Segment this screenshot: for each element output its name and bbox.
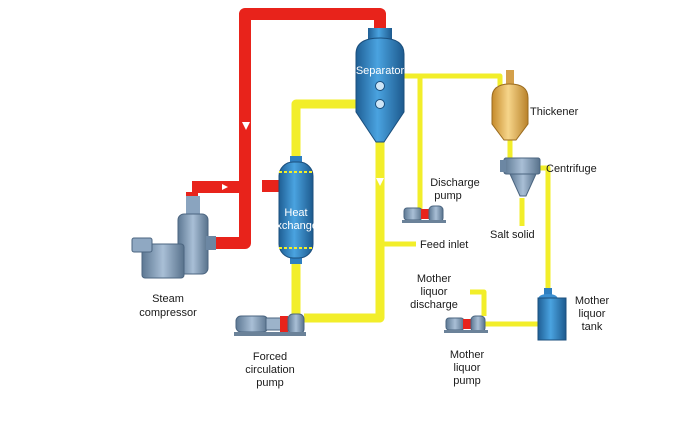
mother-liquor-tank-label-2: liquor xyxy=(579,308,606,320)
separator: Separator xyxy=(355,28,405,143)
liquid-flow-arrows xyxy=(376,178,384,186)
heat-exchanger-label-2: exchanger xyxy=(270,220,322,232)
steam-compressor-label-1: Steam xyxy=(152,293,184,305)
centrifuge-label: Centrifuge xyxy=(546,163,597,175)
steam-compressor-label-2: compressor xyxy=(139,307,197,319)
pipe-ml-discharge xyxy=(470,289,487,316)
thickener-label: Thickener xyxy=(530,106,579,118)
forced-circulation-pump-label-1: Forced xyxy=(253,351,287,363)
discharge-pump: Discharge pump xyxy=(402,177,480,223)
forced-circulation-pump: Forced circulation pump xyxy=(234,313,306,389)
mother-liquor-pump-label-1: Mother xyxy=(450,349,485,361)
pipe-centrifuge-to-tank xyxy=(540,165,551,292)
heat-exchanger: Heat exchanger xyxy=(270,156,322,264)
flow-arrow-up xyxy=(242,122,250,130)
sight-glass-icon xyxy=(375,99,385,109)
steam-compressor: Steam compressor xyxy=(131,196,216,319)
mother-liquor-tank: Mother liquor tank xyxy=(537,288,610,341)
pipe-separator-to-exchanger xyxy=(291,99,356,162)
flow-arrow-right xyxy=(222,184,228,190)
sight-glass-icon xyxy=(375,81,385,91)
discharge-pump-label-1: Discharge xyxy=(430,177,480,189)
mother-liquor-tank-label-3: tank xyxy=(582,321,603,333)
salt-solid-label: Salt solid xyxy=(490,229,535,241)
mother-liquor-pump: Mother liquor pump xyxy=(444,315,488,387)
steam-flow-arrows xyxy=(222,122,250,190)
flow-arrow-down xyxy=(376,178,384,186)
mother-liquor-pump-label-2: liquor xyxy=(454,362,481,374)
mother-liquor-tank-label-1: Mother xyxy=(575,295,610,307)
mother-liquor-discharge-label-3: discharge xyxy=(410,299,458,311)
centrifuge: Centrifuge Salt solid xyxy=(490,157,597,241)
mother-liquor-discharge-label-1: Mother xyxy=(417,273,452,285)
forced-circulation-pump-label-3: pump xyxy=(256,377,284,389)
forced-circulation-pump-label-2: circulation xyxy=(245,364,295,376)
heat-exchanger-label-1: Heat xyxy=(284,207,307,219)
discharge-pump-label-2: pump xyxy=(434,190,462,202)
mother-liquor-discharge-label-2: liquor xyxy=(421,286,448,298)
steam-pipe-top xyxy=(192,8,386,249)
pipe-separator-down xyxy=(304,140,385,323)
separator-label: Separator xyxy=(356,65,405,77)
feed-inlet-label: Feed inlet xyxy=(420,239,468,251)
liquid-pipes xyxy=(291,99,385,323)
thickener: Thickener xyxy=(491,70,579,141)
mother-liquor-pump-label-3: pump xyxy=(453,375,481,387)
